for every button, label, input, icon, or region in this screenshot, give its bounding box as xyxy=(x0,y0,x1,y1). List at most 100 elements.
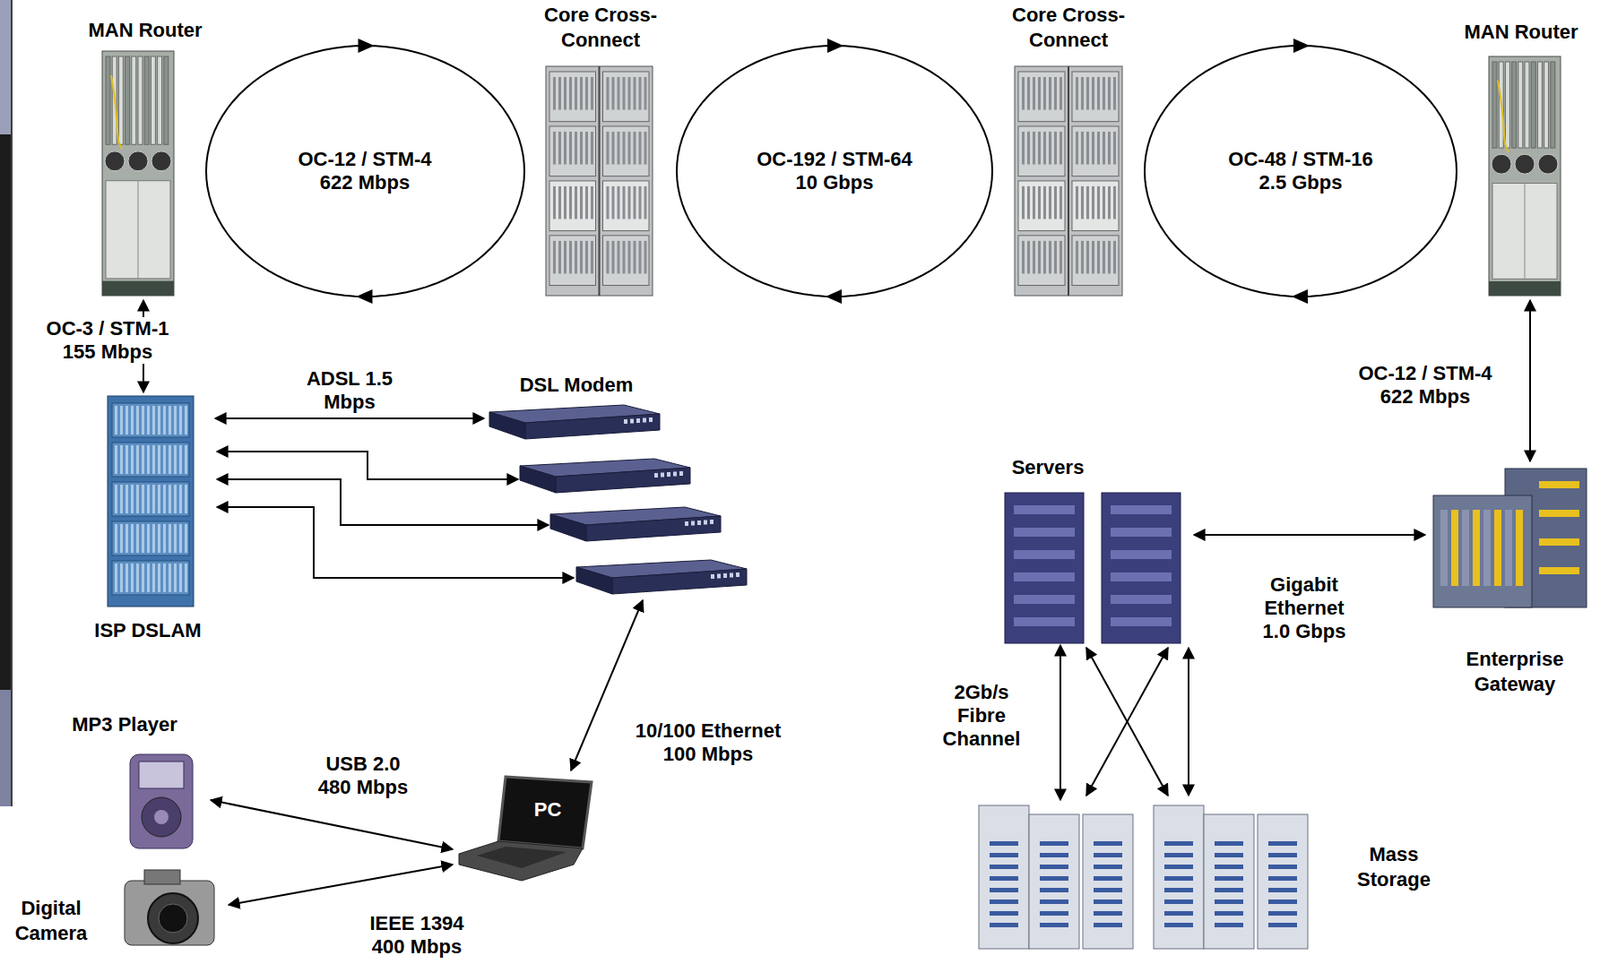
xc-card xyxy=(579,77,583,111)
xc-card xyxy=(1059,241,1063,275)
dslam-card xyxy=(130,484,134,514)
dslam-shelf xyxy=(112,561,190,596)
device-label: MAN Router xyxy=(85,17,207,44)
xc-card xyxy=(558,186,562,220)
xc-shelf xyxy=(549,181,597,232)
device-node: MP3 Player xyxy=(49,712,211,857)
xc-card xyxy=(606,186,610,220)
xc-card xyxy=(553,131,556,165)
dslam-shelf xyxy=(112,482,190,517)
server-bay xyxy=(1110,617,1172,627)
modem-light xyxy=(735,572,740,578)
storage-cabinet xyxy=(1203,814,1255,950)
xc-card xyxy=(1043,77,1047,111)
xc-card xyxy=(1059,77,1063,111)
server-bay xyxy=(1013,505,1075,515)
storage-vent xyxy=(1268,853,1298,858)
modem-light xyxy=(709,519,714,525)
ring-link xyxy=(1144,45,1457,297)
modem-icon xyxy=(489,405,660,440)
storage-cabinet xyxy=(1082,814,1133,950)
device-picture xyxy=(102,51,174,296)
device-label: Enterprise Gateway xyxy=(1447,647,1583,698)
router-cable xyxy=(1497,80,1509,153)
dslam-card xyxy=(147,445,150,475)
modem-light xyxy=(729,573,734,579)
server-bay xyxy=(1110,550,1172,560)
storage-vent xyxy=(1268,911,1298,917)
xc-card xyxy=(1086,186,1090,220)
router-card xyxy=(118,56,123,145)
xc-card xyxy=(1081,241,1084,275)
camera-lens xyxy=(147,893,199,944)
xc-card xyxy=(1097,131,1100,165)
gateway-card xyxy=(1461,510,1470,587)
xc-card xyxy=(585,241,589,275)
xc-card xyxy=(563,186,567,220)
xc-card xyxy=(628,186,632,220)
storage-vent xyxy=(1214,841,1244,847)
storage-vent xyxy=(1039,899,1069,905)
dslam-card xyxy=(141,563,145,593)
router-card xyxy=(150,56,156,145)
dslam-card xyxy=(147,563,150,593)
xc-card xyxy=(1091,131,1095,165)
xc-shelf xyxy=(1072,126,1119,177)
dslam-card xyxy=(168,406,172,435)
gateway-card xyxy=(1440,510,1448,587)
router-base xyxy=(1488,281,1561,296)
dslam-card xyxy=(184,484,188,514)
strip-bottom xyxy=(0,690,11,807)
link-line xyxy=(210,800,453,850)
storage-vent xyxy=(1268,888,1298,893)
router-fan xyxy=(1538,154,1558,174)
xc-card xyxy=(1113,77,1116,111)
xc-card xyxy=(553,77,556,111)
xc-card xyxy=(1107,77,1111,111)
device-label: DSL Modem xyxy=(504,372,649,398)
modem-side xyxy=(550,514,587,542)
modem-front xyxy=(555,467,691,493)
xc-card xyxy=(1091,186,1095,220)
xc-card xyxy=(1037,77,1041,111)
xc-card xyxy=(558,241,562,275)
xc-shelf xyxy=(1072,235,1119,286)
xc-card xyxy=(1075,77,1079,111)
device-node: MAN Router xyxy=(1456,13,1587,301)
dslam-card xyxy=(147,406,150,435)
storage-vent xyxy=(1039,876,1069,882)
xc-card xyxy=(622,241,626,275)
modem-light xyxy=(697,520,701,526)
xc-card xyxy=(1075,131,1079,165)
device-picture xyxy=(458,775,594,883)
dslam-card xyxy=(136,524,139,554)
device-picture xyxy=(484,403,753,597)
dslam-card xyxy=(141,524,145,554)
router-card xyxy=(144,56,149,145)
camera-glass xyxy=(158,904,188,934)
dslam-card xyxy=(152,524,156,554)
storage-vent xyxy=(989,911,1019,917)
xc-card xyxy=(1107,131,1111,165)
device-picture xyxy=(1014,66,1123,296)
xc-shelf xyxy=(603,71,650,122)
dslam-card xyxy=(173,445,177,475)
router-card xyxy=(125,56,130,145)
device-label: Core Cross-Connect xyxy=(992,2,1145,53)
dslam-card xyxy=(120,484,123,514)
dslam-card xyxy=(147,524,150,554)
dslam-card xyxy=(136,484,139,514)
dslam-card xyxy=(163,406,166,435)
xc-card xyxy=(1037,186,1041,220)
xc-card xyxy=(1102,186,1106,220)
dslam-card xyxy=(114,445,118,475)
device-node: Digital Camera xyxy=(4,858,229,963)
link-line xyxy=(215,417,485,420)
adsl-wire xyxy=(216,451,519,480)
device-label: Servers xyxy=(994,455,1102,481)
xc-card xyxy=(1113,241,1116,275)
xc-card xyxy=(569,131,572,165)
xc-card xyxy=(628,77,632,111)
xc-card xyxy=(1091,241,1095,275)
dslam-card xyxy=(184,524,188,554)
